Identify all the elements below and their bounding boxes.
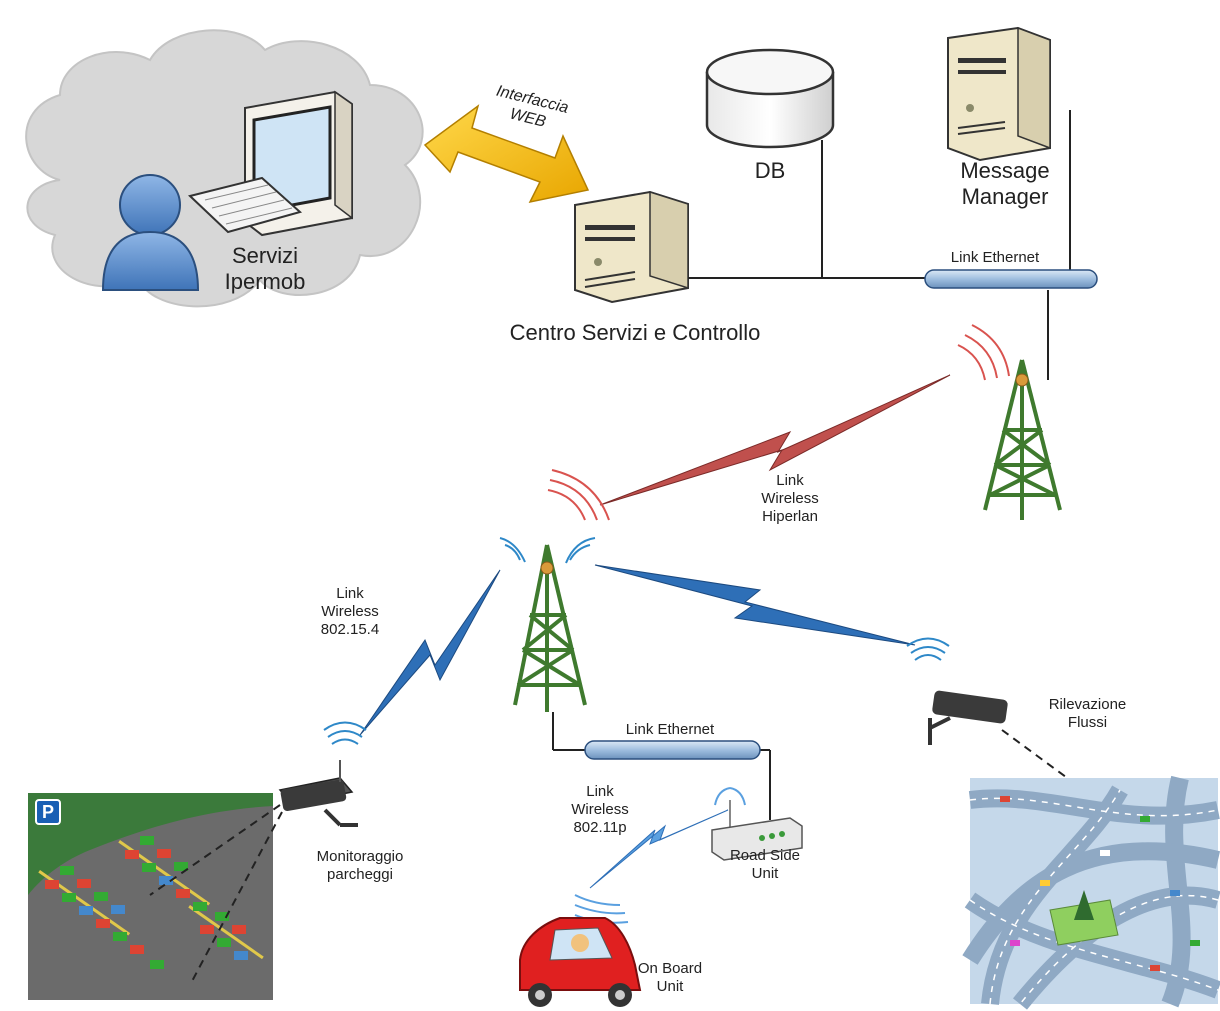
- parking-camera-view-lines: [149, 804, 283, 986]
- label-message-manager: Message Manager: [940, 158, 1070, 211]
- label-line: Wireless: [321, 603, 379, 620]
- bolt-80211p-icon: [589, 809, 729, 889]
- label-on-board-unit: On Board Unit: [620, 960, 720, 996]
- label-line: Link: [336, 585, 364, 602]
- control-center-server-icon: [574, 190, 689, 304]
- traffic-camera-icon: [906, 637, 1071, 781]
- label-db: DB: [754, 158, 786, 183]
- label-line: Monitoraggio: [316, 848, 404, 865]
- label-link-802154: Link Wireless 802.15.4: [300, 585, 400, 639]
- label-line: On Board: [637, 960, 703, 977]
- label-line: Rilevazione: [1048, 696, 1127, 713]
- label-line: parcheggi: [327, 866, 393, 883]
- label-line: 802.15.4: [320, 621, 380, 638]
- road-network-image: [962, 775, 1220, 1010]
- label-servizi-ipermob: Servizi Ipermob: [210, 243, 320, 296]
- tower-right-icon: [983, 359, 1062, 520]
- label-line: Link: [776, 472, 804, 489]
- tower-center-icon: [513, 544, 587, 712]
- label-link-ethernet-bottom: Link Ethernet: [625, 721, 715, 738]
- label-line: Ipermob: [224, 269, 306, 295]
- label-link-hiperlan: Link Wireless Hiperlan: [740, 472, 840, 526]
- car-icon: [519, 917, 642, 1007]
- hiperlan-bolt-icon: [599, 374, 951, 506]
- label-line: Wireless: [571, 801, 629, 818]
- label-link-80211p: Link Wireless 802.11p: [550, 783, 650, 837]
- parking-sign-label: P: [41, 802, 54, 822]
- double-arrow-icon: [423, 104, 590, 204]
- label-line: 802.11p: [573, 819, 627, 836]
- keyboard-icon: [187, 176, 303, 234]
- label-line: Unit: [751, 865, 779, 882]
- ethernet-bar-top: [924, 269, 1098, 289]
- label-road-side-unit: Road Side Unit: [710, 847, 820, 883]
- label-line: Flussi: [1067, 714, 1108, 731]
- top-ethernet-wiring: [688, 110, 1071, 380]
- label-line: Road Side: [729, 847, 801, 864]
- label-line: Servizi: [231, 243, 298, 268]
- label-line: Manager: [961, 184, 1049, 210]
- signal-waves-icon: [957, 324, 1010, 381]
- label-centro-servizi: Centro Servizi e Controllo: [509, 320, 761, 345]
- label-line: Message: [960, 158, 1050, 183]
- label-monitoraggio: Monitoraggio parcheggi: [295, 848, 425, 884]
- label-line: Hiperlan: [762, 508, 818, 525]
- user-icon: [101, 174, 200, 291]
- router-icon: [711, 800, 803, 861]
- ethernet-bar-bottom: [584, 740, 761, 760]
- label-line: Unit: [656, 978, 684, 995]
- database-icon: [705, 48, 835, 149]
- label-link-ethernet-top: Link Ethernet: [950, 249, 1040, 266]
- label-rilevazione-flussi: Rilevazione Flussi: [1030, 696, 1145, 732]
- parking-lot-image: [28, 793, 273, 1000]
- parking-camera-icon: [278, 721, 367, 827]
- message-manager-server-icon: [947, 26, 1051, 162]
- signal-waves-center-icon: [499, 469, 610, 564]
- label-line: Link: [586, 783, 614, 800]
- label-line: Wireless: [761, 490, 819, 507]
- bolt-rilevazione-icon: [594, 564, 916, 646]
